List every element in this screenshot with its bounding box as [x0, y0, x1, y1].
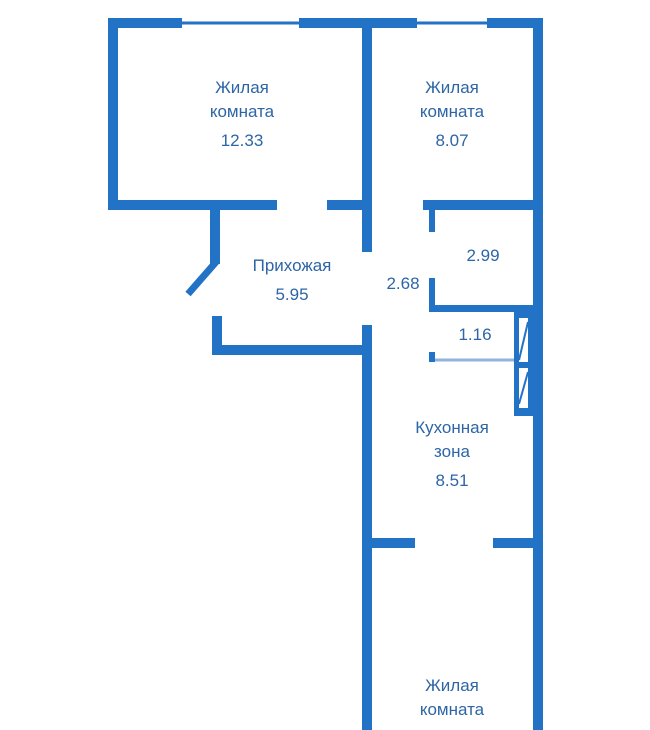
room-name: Жилая: [425, 78, 479, 97]
room-area: 5.95: [275, 285, 309, 304]
room-name: Жилая: [215, 78, 269, 97]
walls: [108, 18, 543, 730]
room-name: Жилая: [425, 676, 479, 695]
room-name: Кухонная: [415, 418, 489, 437]
room-area: 8.07: [435, 131, 469, 150]
room-area: 2.68: [386, 274, 420, 293]
room-bathroom: 2.99: [466, 244, 499, 268]
room-area: 8.51: [435, 471, 469, 490]
room-toilet: 1.16: [458, 323, 491, 347]
room-area: 2.99: [466, 246, 500, 265]
room-name: Прихожая: [252, 256, 332, 275]
room-area: 12.33: [220, 131, 264, 150]
door-swing: [185, 259, 219, 297]
room-hallway: Прихожая 5.95: [253, 254, 332, 307]
room-area: 1.16: [458, 325, 492, 344]
room-living-3: Жилая комната: [420, 674, 484, 722]
room-name: комната: [419, 700, 485, 719]
room-name: зона: [434, 442, 470, 461]
ventilation-shaft: [514, 312, 533, 416]
room-living-1: Жилая комната 12.33: [210, 76, 274, 153]
room-living-2: Жилая комната 8.07: [420, 76, 484, 153]
room-corridor: 2.68: [386, 272, 419, 296]
room-kitchen: Кухонная зона 8.51: [415, 416, 489, 493]
room-name: комната: [209, 102, 275, 121]
room-name: комната: [419, 102, 485, 121]
